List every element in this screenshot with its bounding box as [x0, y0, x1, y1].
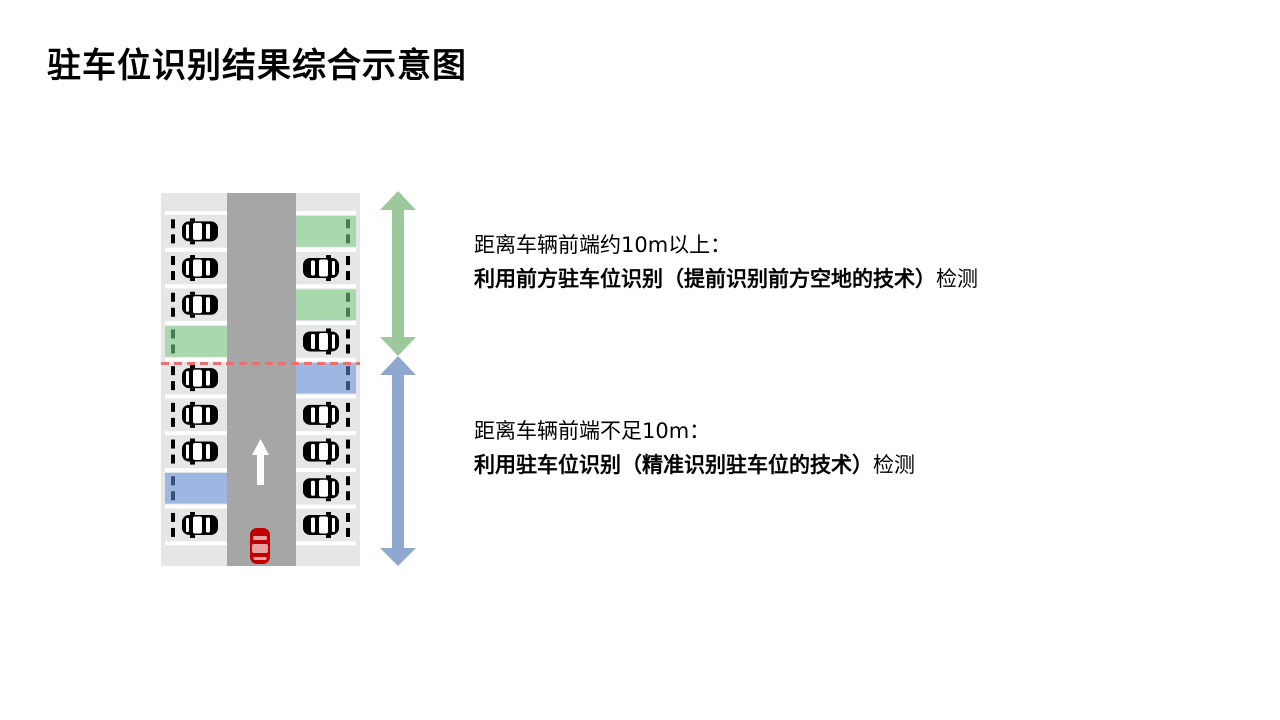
parked-car-icon [182, 218, 218, 245]
slot-end-mark [171, 476, 175, 486]
slot-end-mark [171, 307, 175, 317]
slot-divider-line [165, 357, 227, 362]
near-range-method-tail: 检测 [873, 453, 915, 477]
slot-divider-line [165, 394, 227, 399]
parked-car-icon [303, 438, 339, 465]
right-parking-slots [296, 211, 356, 546]
parked-car-icon [182, 291, 218, 318]
parked-car-icon [303, 401, 339, 428]
slot-end-mark [171, 234, 175, 244]
slot-end-mark [171, 344, 175, 354]
slot-divider-line [165, 431, 227, 436]
slot-divider-line [296, 394, 356, 399]
empty-slot-near [165, 472, 227, 504]
parked-car-icon [303, 511, 339, 538]
slot-divider-line [296, 211, 356, 215]
slot-end-mark [171, 292, 175, 302]
slot-end-mark [346, 292, 350, 302]
parked-car-icon [303, 475, 339, 502]
ego-vehicle-icon [250, 528, 270, 564]
far-range-method-tail: 检测 [936, 267, 978, 291]
slot-divider-line [296, 284, 356, 289]
slot-divider-line [165, 321, 227, 326]
parked-car-icon [182, 255, 218, 282]
slot-divider-line [165, 504, 227, 509]
parked-car-icon [303, 255, 339, 282]
slot-divider-line [296, 504, 356, 509]
slot-end-mark [346, 307, 350, 317]
slot-end-mark [171, 381, 175, 391]
far-range-condition: 距离车辆前端约10m以上： [474, 233, 732, 257]
parked-car-icon [182, 365, 218, 392]
slot-end-mark [346, 329, 350, 339]
slot-end-mark [171, 527, 175, 537]
slot-end-mark [171, 491, 175, 501]
slot-end-mark [171, 366, 175, 376]
slot-divider-line [165, 211, 227, 215]
slot-divider-line [165, 284, 227, 289]
slot-end-mark [346, 476, 350, 486]
slot-end-mark [171, 219, 175, 229]
near-range-method-main: 利用驻车位识别（精准识别驻车位的技术） [474, 452, 873, 477]
slot-end-mark [346, 219, 350, 229]
slot-divider-line [296, 467, 356, 472]
slot-end-mark [346, 439, 350, 449]
slot-divider-line [296, 431, 356, 436]
far-range-method-main: 利用前方驻车位识别（提前识别前方空地的技术） [474, 266, 936, 291]
slot-end-mark [171, 439, 175, 449]
slot-end-mark [346, 256, 350, 266]
slot-end-mark [171, 329, 175, 339]
parked-car-icon [303, 328, 339, 355]
slot-end-mark [171, 402, 175, 412]
empty-slot-far [165, 326, 227, 357]
parked-car-icon [182, 438, 218, 465]
slot-divider-line [165, 467, 227, 472]
slot-end-mark [171, 417, 175, 427]
slot-end-mark [346, 402, 350, 412]
parked-car-icon [182, 401, 218, 428]
slot-end-mark [346, 491, 350, 501]
slot-divider-line [296, 321, 356, 326]
slot-end-mark [346, 271, 350, 281]
slot-end-mark [171, 512, 175, 522]
far-range-description: 距离车辆前端约10m以上： 利用前方驻车位识别（提前识别前方空地的技术）检测 [474, 228, 978, 296]
slot-end-mark [346, 512, 350, 522]
slot-end-mark [346, 366, 350, 376]
driving-lane [227, 193, 296, 566]
up-arrow-icon [252, 439, 269, 485]
slot-end-mark [346, 234, 350, 244]
slot-end-mark [346, 381, 350, 391]
slot-divider-line [165, 247, 227, 252]
left-parking-slots [165, 211, 227, 546]
near-range-description: 距离车辆前端不足10m： 利用驻车位识别（精准识别驻车位的技术）检测 [474, 414, 915, 482]
near-range-method: 利用驻车位识别（精准识别驻车位的技术）检测 [474, 448, 915, 482]
slot-divider-line [296, 357, 356, 362]
slot-end-mark [346, 417, 350, 427]
near-range-arrow [380, 356, 416, 566]
slot-end-mark [171, 454, 175, 464]
slot-divider-line [296, 541, 356, 546]
slot-end-mark [346, 527, 350, 537]
slot-divider-line [296, 247, 356, 252]
slot-end-mark [346, 344, 350, 354]
parked-car-icon [182, 511, 218, 538]
slot-end-mark [346, 454, 350, 464]
slot-divider-line [165, 541, 227, 546]
page-title: 驻车位识别结果综合示意图 [47, 46, 467, 86]
near-range-condition: 距离车辆前端不足10m： [474, 419, 711, 443]
slot-end-mark [171, 256, 175, 266]
far-range-arrow [380, 191, 416, 356]
far-range-method: 利用前方驻车位识别（提前识别前方空地的技术）检测 [474, 262, 978, 296]
slot-end-mark [171, 271, 175, 281]
